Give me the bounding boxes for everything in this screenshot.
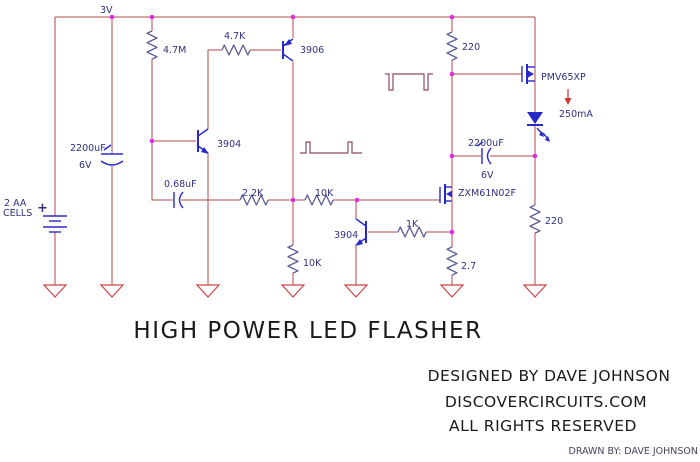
resistor-2.2k	[239, 194, 269, 206]
capacitor-2200uf-left	[100, 144, 124, 166]
resistor-2.7	[446, 246, 458, 276]
waveform-negative-pulses	[385, 73, 433, 91]
cap-068-label: 0.68uF	[164, 179, 197, 190]
ground-symbols	[42, 284, 548, 298]
cap-right-voltage-label: 6V	[481, 170, 494, 181]
led-light-arrow-icon	[545, 136, 550, 142]
transistor-q3-3904	[355, 218, 367, 246]
resistor-1k	[397, 226, 427, 238]
ground-icon	[195, 284, 221, 298]
power-rail-label: 3V	[100, 5, 113, 16]
resistor-4.7k-label: 4.7K	[224, 31, 246, 42]
resistor-2.7-label: 2.7	[461, 261, 476, 272]
wires	[54, 16, 536, 285]
led-light-arrow-icon	[539, 131, 544, 137]
transistor-q1-label: 3904	[217, 139, 241, 150]
resistor-10k-h-label: 10K	[315, 188, 334, 199]
cap-left-value-label: 2200uF	[70, 143, 106, 154]
ground-icon	[439, 284, 465, 298]
mosfet-pmv65xp	[521, 64, 535, 84]
resistor-220-top-label: 220	[462, 42, 480, 53]
transistor-q1-3904	[197, 128, 209, 154]
resistor-10k-v-label: 10K	[303, 258, 322, 269]
pfet-arrow-icon	[528, 70, 534, 78]
credit-drawn-by: DRAWN BY: DAVE JOHNSON	[569, 446, 699, 457]
resistor-10k-vertical	[287, 244, 299, 274]
capacitor-068uf	[173, 191, 184, 209]
cap-left-voltage-label: 6V	[79, 160, 92, 171]
transistor-q2-label: 3906	[300, 45, 324, 56]
battery-label-line1: 2 AA	[4, 198, 27, 209]
resistor-4.7m-label: 4.7M	[163, 45, 186, 56]
resistor-220-right-label: 220	[545, 216, 563, 227]
battery-plus-label: +	[37, 201, 48, 216]
cap-right-value-label: 2200uF	[468, 138, 504, 149]
page-title: HIGH POWER LED FLASHER	[133, 318, 482, 344]
transistor-q3-label: 3904	[334, 230, 358, 241]
ground-icon	[343, 284, 369, 298]
pnp-emitter-arrow-icon	[284, 39, 292, 46]
mosfet-pfet-label: PMV65XP	[541, 72, 586, 83]
mosfet-zxm61n02f	[439, 184, 452, 204]
credit-website: DISCOVERCIRCUITS.COM	[445, 393, 647, 411]
led-diode-icon	[527, 112, 543, 124]
resistor-2.2k-label: 2.2K	[242, 188, 264, 199]
npn-emitter-arrow-icon	[201, 147, 209, 154]
ground-icon	[522, 284, 548, 298]
credit-designed-by: DESIGNED BY DAVE JOHNSON	[428, 367, 671, 385]
ground-icon	[42, 284, 68, 298]
battery-symbol	[43, 215, 67, 233]
resistor-10k-horizontal	[304, 194, 334, 206]
credit-rights: ALL RIGHTS RESERVED	[449, 417, 637, 435]
led-current-label: 250mA	[559, 109, 593, 120]
resistor-220-top	[446, 31, 458, 61]
resistor-4.7m	[146, 30, 158, 60]
mosfet-nfet-label: ZXM61N02F	[458, 188, 516, 199]
capacitor-2200uf-right	[476, 141, 492, 165]
battery-label-line2: CELLS	[3, 208, 32, 219]
resistor-220-right	[529, 204, 541, 234]
led-symbol	[527, 112, 550, 142]
resistor-1k-label: 1K	[406, 219, 419, 230]
nfet-arrow-icon	[446, 190, 452, 198]
transistor-q2-3906	[282, 38, 294, 62]
led-current-annotation	[564, 89, 572, 105]
current-arrow-icon	[564, 98, 572, 105]
junction-dots	[109, 14, 538, 235]
ground-icon	[280, 284, 306, 298]
ground-icon	[99, 284, 125, 298]
resistors	[146, 30, 541, 276]
waveform-positive-pulses	[300, 141, 362, 154]
npn-emitter-arrow-icon	[355, 239, 363, 246]
resistor-4.7k	[221, 44, 251, 56]
